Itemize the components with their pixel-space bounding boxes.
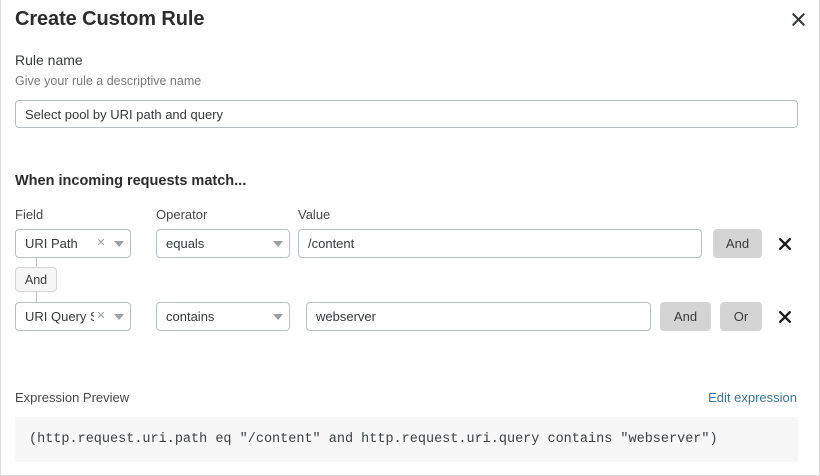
rule-name-label: Rule name [15, 52, 83, 68]
column-header-value: Value [298, 207, 331, 222]
column-header-field: Field [15, 207, 44, 222]
field-select-value: URI Query St... [25, 309, 94, 324]
value-input-2[interactable] [306, 302, 651, 331]
expression-text: (http.request.uri.path eq "/content" and… [29, 432, 718, 447]
operator-select-value: equals [166, 236, 205, 251]
clear-icon[interactable]: ✕ [96, 310, 106, 322]
rule-name-help-text: Give your rule a descriptive name [15, 74, 202, 88]
condition-row: URI Query St... ✕ contains And Or [1, 302, 820, 331]
value-input-1[interactable] [298, 229, 702, 258]
condition-row: URI Path ✕ equals And [1, 229, 820, 258]
match-section-heading: When incoming requests match... [15, 173, 247, 189]
connector-line-bottom [36, 291, 37, 302]
expression-preview-code: (http.request.uri.path eq "/content" and… [15, 417, 798, 462]
and-button-2[interactable]: And [660, 302, 711, 331]
chevron-down-icon[interactable] [108, 313, 130, 320]
operator-select-1[interactable]: equals [156, 229, 290, 258]
rule-name-input[interactable] [15, 100, 798, 128]
close-icon[interactable] [785, 6, 811, 32]
group-logic-and-badge[interactable]: And [15, 267, 57, 292]
clear-icon[interactable]: ✕ [96, 237, 106, 249]
column-header-operator: Operator [156, 207, 208, 222]
page-title: Create Custom Rule [15, 8, 205, 30]
operator-select-2[interactable]: contains [156, 302, 290, 331]
or-button-2[interactable]: Or [720, 302, 762, 331]
and-button-1[interactable]: And [713, 229, 762, 258]
delete-condition-icon-1[interactable] [774, 229, 796, 258]
chevron-down-icon[interactable] [267, 240, 289, 247]
field-select-2[interactable]: URI Query St... ✕ [15, 302, 131, 331]
field-select-value: URI Path [25, 236, 78, 251]
field-select-1[interactable]: URI Path ✕ [15, 229, 131, 258]
connector-line-top [36, 258, 37, 268]
chevron-down-icon[interactable] [267, 313, 289, 320]
operator-select-value: contains [166, 309, 215, 324]
expression-preview-label: Expression Preview [15, 390, 130, 405]
chevron-down-icon[interactable] [108, 240, 130, 247]
edit-expression-link[interactable]: Edit expression [708, 390, 797, 405]
delete-condition-icon-2[interactable] [774, 302, 796, 331]
